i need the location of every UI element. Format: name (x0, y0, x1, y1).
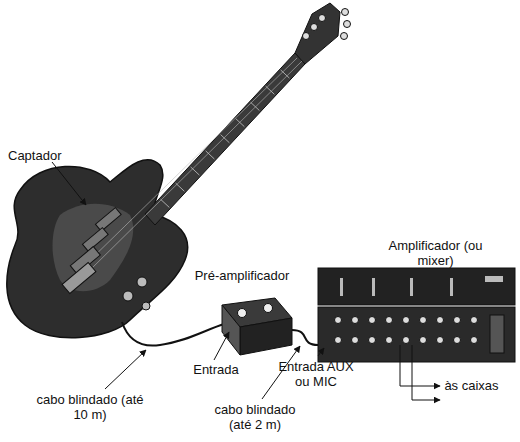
node-heading: Pré-amplificador (192, 268, 292, 283)
shielded-cable (122, 322, 224, 346)
callout-label: Entrada (186, 362, 246, 377)
amplifier-device (318, 268, 515, 362)
guitar-body (7, 160, 188, 338)
callout-label: às caixas (444, 378, 499, 393)
amplifier-node: Amplificador (ou mixer) (318, 238, 515, 364)
callout-label: cabo blindado (até 10 m) (35, 392, 145, 422)
callout-label: Captador (8, 148, 78, 163)
callout-label: cabo blindado (até 2 m) (205, 402, 305, 432)
shielded-cable (292, 330, 318, 345)
leader-lines (52, 162, 440, 400)
guitar-neck (145, 53, 305, 225)
headstock (295, 3, 340, 64)
preamp-node: Pré-amplificador (192, 268, 292, 358)
pickguard (53, 204, 134, 292)
preamp-device (222, 298, 292, 355)
node-heading: Amplificador (ou mixer) (388, 238, 483, 268)
callout-label: Entrada AUX ou MIC (276, 359, 356, 389)
